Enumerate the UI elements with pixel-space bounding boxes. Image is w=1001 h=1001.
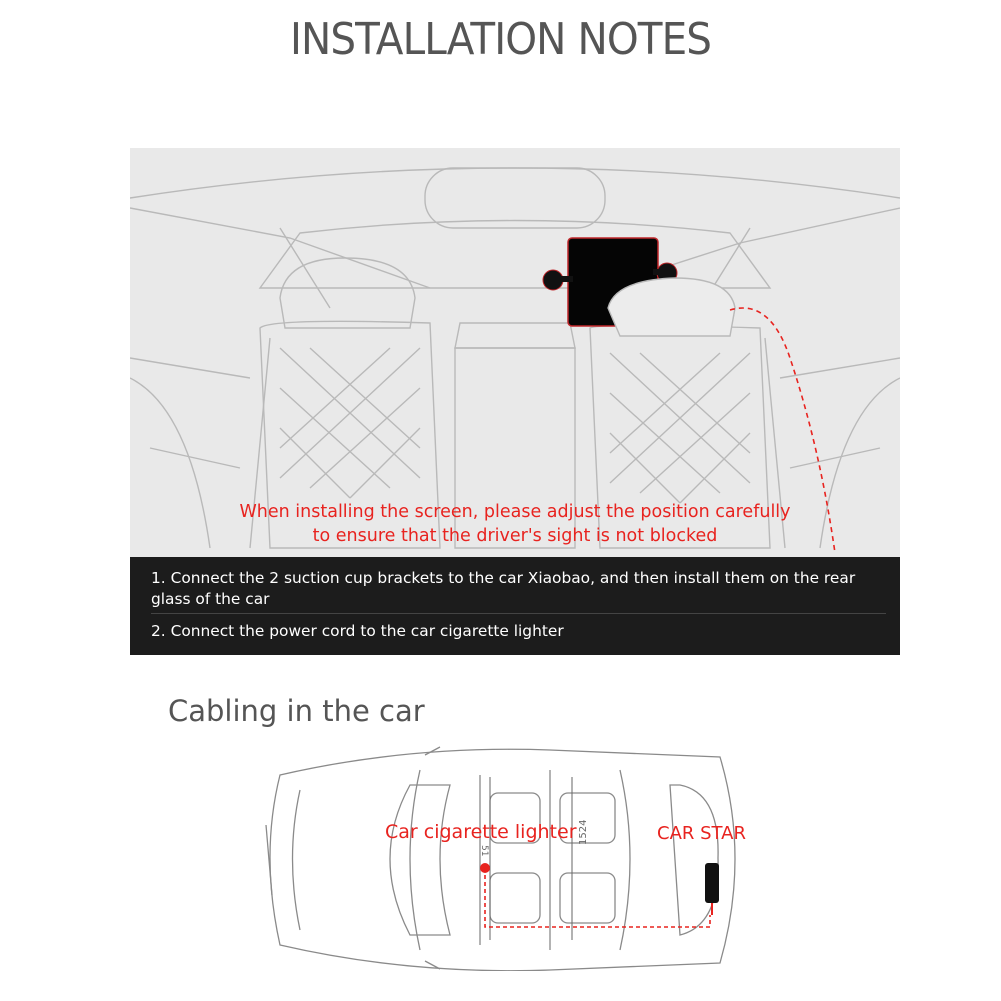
- car-star-label: CAR STAR: [657, 823, 746, 844]
- warning-note: When installing the screen, please adjus…: [130, 500, 900, 548]
- dimension-large-label: 1524: [578, 820, 589, 845]
- steps-divider: [151, 613, 886, 614]
- dimension-small-label: 51: [479, 845, 489, 856]
- cabling-route: [484, 868, 711, 928]
- step-2: 2. Connect the power cord to the car cig…: [151, 622, 564, 640]
- instruction-steps: 1. Connect the 2 suction cup brackets to…: [130, 557, 900, 655]
- car-interior-sketch: [130, 167, 900, 554]
- rear-seat-illustration: When installing the screen, please adjus…: [130, 148, 900, 655]
- warning-line-2: to ensure that the driver's sight is not…: [312, 526, 718, 546]
- lighter-label: Car cigarette lighter: [385, 821, 577, 843]
- car-star-device: [705, 863, 719, 903]
- warning-line-1: When installing the screen, please adjus…: [239, 502, 791, 522]
- power-cable-path: [729, 307, 836, 554]
- step-1: 1. Connect the 2 suction cup brackets to…: [151, 569, 856, 608]
- page-title: INSTALLATION NOTES: [289, 14, 712, 65]
- car-top-view-diagram: 51 1524: [265, 746, 736, 971]
- cabling-title: Cabling in the car: [168, 694, 425, 728]
